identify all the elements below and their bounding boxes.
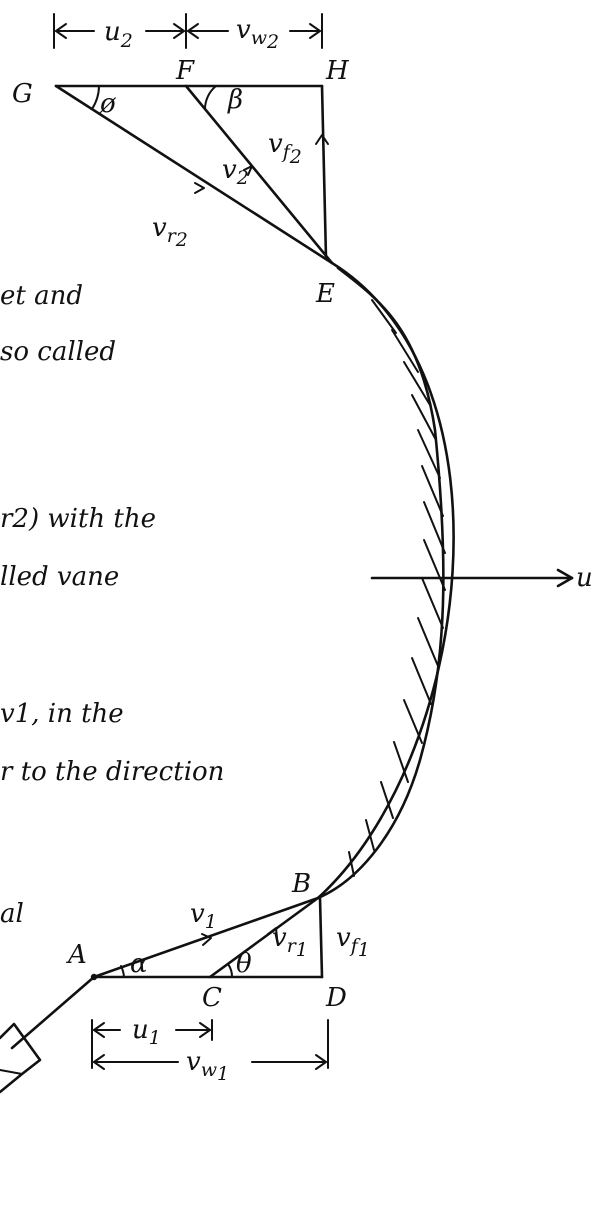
angle-phi-arc bbox=[91, 85, 100, 110]
label-D: D bbox=[325, 983, 347, 1013]
outlet-triangle bbox=[54, 84, 334, 265]
text-fragment-5: v1, in the bbox=[0, 699, 124, 729]
text-fragment-7: al bbox=[0, 899, 24, 929]
text-fragment-2: so called bbox=[0, 337, 116, 367]
u-arrowhead bbox=[556, 568, 574, 588]
text-fragment-6: r to the direction bbox=[0, 757, 224, 787]
label-E: E bbox=[315, 279, 335, 309]
line-FE bbox=[184, 84, 334, 265]
label-u1: u1 bbox=[132, 1015, 161, 1049]
vf2-arrowhead bbox=[315, 134, 329, 145]
vr1-arrowhead bbox=[267, 927, 278, 939]
v2-arrowhead bbox=[243, 165, 253, 176]
nozzle-body bbox=[0, 1022, 42, 1094]
line-CB bbox=[208, 896, 320, 979]
text-fragment-3: r2) with the bbox=[0, 504, 156, 534]
bottom-dimension-arrows bbox=[91, 1019, 329, 1070]
line-AB bbox=[92, 896, 320, 979]
u2-arrowhead-left bbox=[55, 23, 67, 39]
label-v1: v1 bbox=[190, 899, 217, 933]
jet-line bbox=[10, 975, 96, 1050]
label-vr2: vr2 bbox=[152, 213, 188, 251]
vane-inner-edge bbox=[316, 261, 455, 900]
label-vr1: vr1 bbox=[272, 923, 308, 961]
angle-alpha-arc bbox=[120, 965, 125, 978]
label-alpha: α bbox=[130, 949, 148, 979]
label-v2: v2 bbox=[222, 155, 249, 189]
label-theta: θ bbox=[236, 949, 252, 979]
label-phi: ø bbox=[99, 89, 116, 119]
curved-vane bbox=[316, 261, 455, 900]
line-BD bbox=[318, 896, 324, 979]
jet-nozzle bbox=[0, 975, 96, 1094]
label-u: u bbox=[576, 563, 593, 593]
vw1-arrowhead-right bbox=[315, 1054, 327, 1070]
line-HE bbox=[320, 84, 328, 260]
label-vf2: vf2 bbox=[268, 129, 302, 168]
label-vf1: vf1 bbox=[336, 923, 370, 961]
line-GE bbox=[54, 84, 334, 265]
label-A: A bbox=[66, 940, 87, 970]
label-beta: β bbox=[227, 85, 243, 115]
text-fragment-1: et and bbox=[0, 281, 83, 311]
label-vw1: vw1 bbox=[186, 1047, 229, 1085]
label-B: B bbox=[291, 869, 311, 899]
label-F: F bbox=[175, 56, 195, 86]
vane-velocity-arrow bbox=[370, 568, 574, 588]
label-C: C bbox=[202, 983, 222, 1013]
u1-arrowhead-right bbox=[199, 1022, 211, 1038]
text-fragment-4: lled vane bbox=[0, 562, 119, 592]
vw1-arrowhead-left bbox=[93, 1054, 105, 1070]
u1-arrowhead-left bbox=[93, 1022, 105, 1038]
vane-outer-edge bbox=[316, 266, 445, 900]
v1-arrowhead bbox=[201, 933, 212, 946]
vw2-arrowhead-right bbox=[309, 23, 321, 39]
vr2-arrowhead bbox=[194, 182, 205, 194]
label-H: H bbox=[325, 56, 350, 86]
vw2-arrowhead-left bbox=[187, 23, 199, 39]
vane-hatching bbox=[348, 299, 446, 877]
inlet-triangle bbox=[90, 896, 324, 981]
angle-theta-arc bbox=[227, 963, 234, 978]
angle-beta-arc bbox=[204, 85, 217, 110]
label-G: G bbox=[12, 79, 33, 109]
label-u2: u2 bbox=[104, 17, 133, 52]
label-vw2: vw2 bbox=[236, 15, 279, 53]
nozzle-edge bbox=[0, 1069, 23, 1075]
u2-arrowhead-right bbox=[173, 23, 185, 39]
top-dimension-arrows bbox=[53, 13, 323, 49]
